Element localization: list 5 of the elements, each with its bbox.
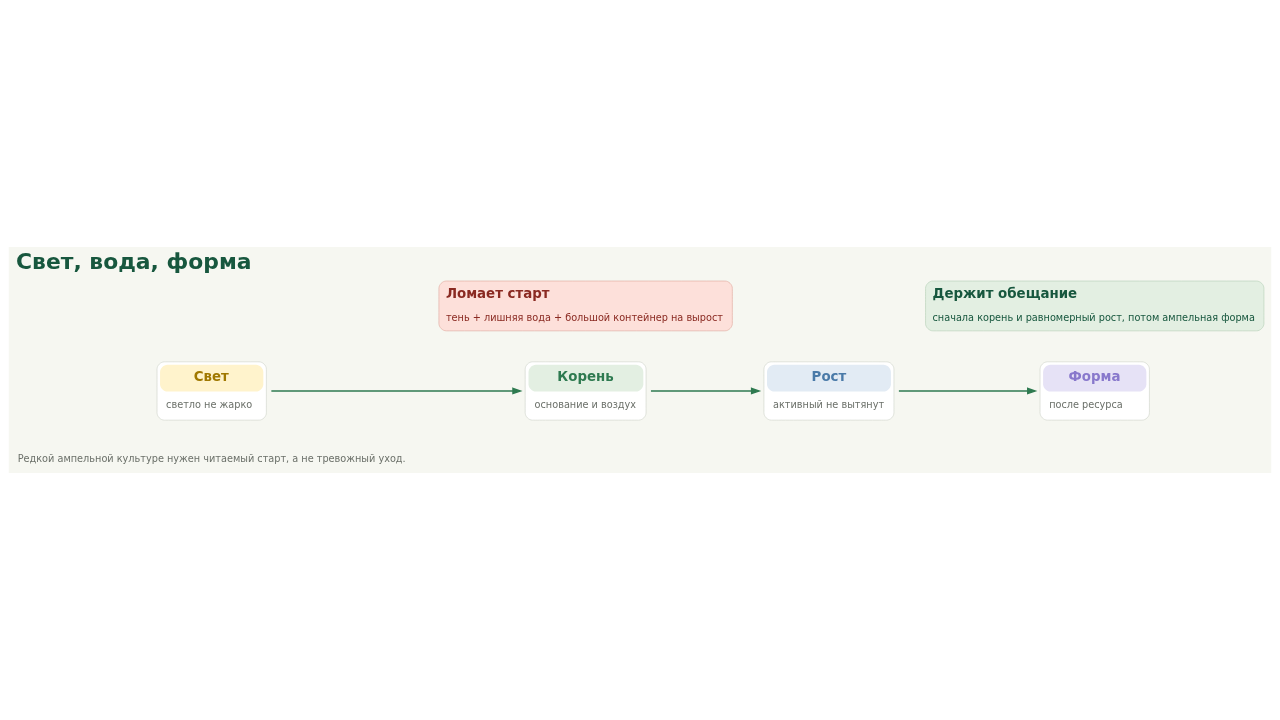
arrow [898,387,1038,395]
label: Редкой ампельной культуре нужен читаемый старт, а не тревожный уход. [17,452,406,464]
diagram-title: Свет, вода, форма [16,248,252,274]
arrow [650,387,762,395]
arrow [270,387,523,395]
